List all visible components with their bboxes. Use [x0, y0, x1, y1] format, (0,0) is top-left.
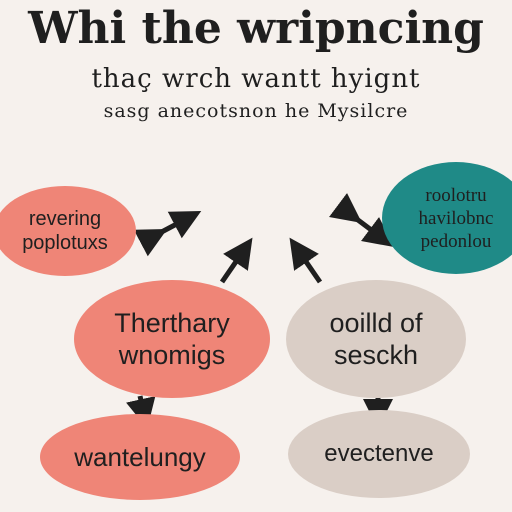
- arrow-up-left: [219, 237, 253, 284]
- node-bottom-left-label: wantelungy: [74, 441, 206, 472]
- node-top-right-label: roolotru havilobnc pedonlou: [418, 184, 494, 252]
- diagram-subtitle: thaç wrch wantt hyignt: [91, 64, 421, 94]
- node-center-right: ooilld of sesckh: [286, 280, 466, 398]
- node-left: revering poplotuxs: [0, 186, 136, 276]
- node-bottom-right-label: evectenve: [324, 440, 434, 467]
- diagram-title: Whi the wripncing: [28, 3, 484, 54]
- arrow-up-right: [289, 237, 323, 284]
- arrow-left-bidirectional: [133, 210, 202, 257]
- node-center-left-label: Therthary wnomigs: [114, 308, 230, 370]
- node-center-left: Therthary wnomigs: [74, 280, 270, 398]
- diagram-tagline: sasg anecotsnon he Mysilcre: [103, 100, 409, 122]
- node-bottom-left: wantelungy: [40, 414, 240, 500]
- arrow-down-left: [126, 395, 156, 429]
- node-left-label: revering poplotuxs: [22, 208, 108, 254]
- node-center-right-label: ooilld of sesckh: [329, 308, 423, 370]
- node-top-right: roolotru havilobnc pedonlou: [382, 162, 512, 274]
- arrow-right-bidirectional: [329, 193, 394, 247]
- node-bottom-right: evectenve: [288, 410, 470, 498]
